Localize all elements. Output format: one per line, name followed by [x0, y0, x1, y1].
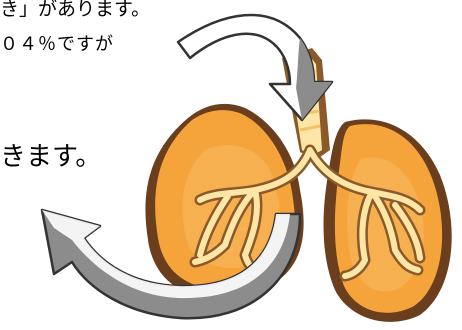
curved-arrow-in-icon	[178, 15, 332, 120]
